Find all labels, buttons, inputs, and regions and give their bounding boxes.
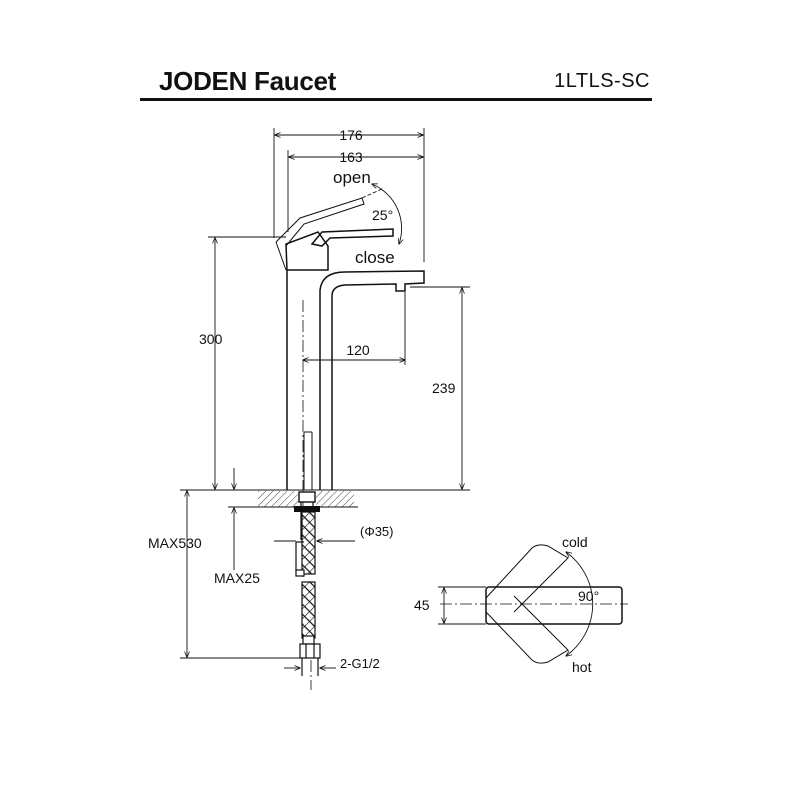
- faucet-top-view: [485, 544, 623, 664]
- braided-hose: [295, 511, 321, 676]
- label-rotation: 90°: [578, 588, 599, 604]
- valve-rod: [303, 431, 313, 490]
- label-hot: hot: [572, 659, 592, 675]
- label-max-deck: MAX25: [214, 570, 260, 586]
- label-cold: cold: [562, 534, 588, 550]
- label-close: close: [355, 248, 395, 267]
- label-connection: 2-G1/2: [340, 656, 380, 671]
- model-number: 1LTLS-SC: [554, 70, 650, 92]
- dimension-lines: [180, 128, 486, 668]
- label-hole-diameter: (Φ35): [360, 524, 394, 539]
- label-spout-height: 239: [432, 380, 456, 396]
- product-title: JODEN Faucet: [159, 66, 337, 96]
- label-spout-reach: 120: [346, 342, 370, 358]
- faucet-side-view: [275, 197, 425, 490]
- dimension-labels: 176 163 open 25° close 300 120 239 MAX53…: [148, 127, 599, 675]
- label-total-depth: 176: [339, 127, 363, 143]
- label-angle: 25°: [372, 207, 393, 223]
- header-rule: [140, 98, 652, 101]
- label-handle-depth: 163: [339, 149, 363, 165]
- label-height: 300: [199, 331, 223, 347]
- deck-section: [180, 489, 470, 540]
- label-width: 45: [414, 597, 430, 613]
- drawing-header: JODEN Faucet 1LTLS-SC: [140, 64, 652, 101]
- label-max-hose: MAX530: [148, 535, 202, 551]
- label-open: open: [333, 168, 371, 187]
